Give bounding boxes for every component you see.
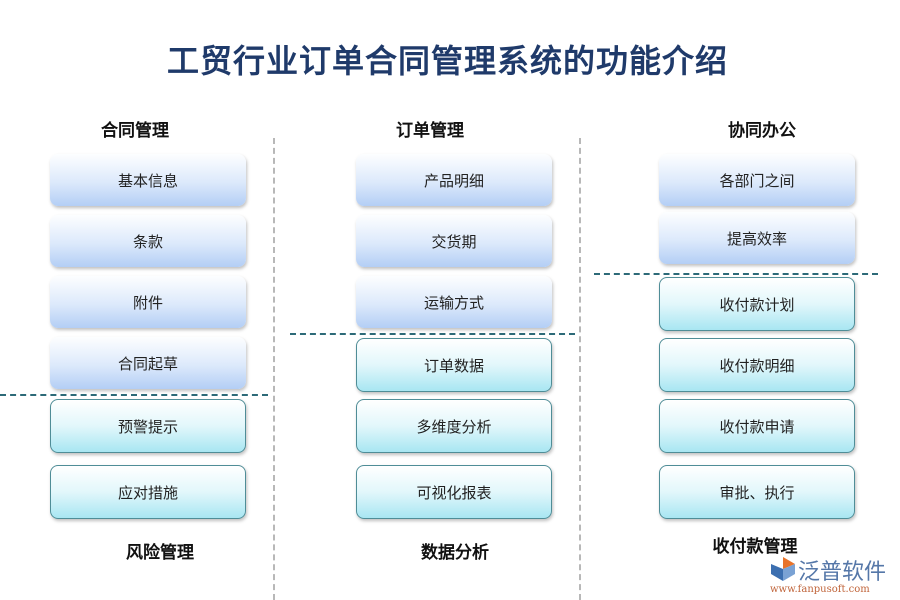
logo-text: 泛普软件: [798, 560, 887, 585]
feature-box: 审批、执行: [659, 465, 855, 519]
feature-box: 提高效率: [659, 212, 855, 264]
feature-box: 应对措施: [50, 465, 246, 519]
feature-box: 合同起草: [50, 337, 246, 389]
header-collaborative-office: 协同办公: [728, 121, 796, 141]
feature-box: 各部门之间: [659, 154, 855, 206]
feature-box: 基本信息: [50, 154, 246, 206]
header-payment-management: 收付款管理: [712, 537, 798, 557]
column-divider: [579, 138, 581, 600]
logo-url: www.fanpusoft.com: [770, 584, 870, 595]
feature-box: 产品明细: [356, 154, 552, 206]
brand-logo: 泛普软件 www.fanpusoft.com: [768, 554, 898, 598]
feature-box: 收付款明细: [659, 338, 855, 392]
header-data-analysis: 数据分析: [421, 543, 489, 563]
feature-box: 订单数据: [356, 338, 552, 392]
header-contract-management: 合同管理: [101, 121, 169, 141]
header-order-management: 订单管理: [396, 121, 464, 141]
feature-box: 运输方式: [356, 276, 552, 328]
feature-box: 收付款申请: [659, 399, 855, 453]
feature-box: 交货期: [356, 215, 552, 267]
feature-box: 收付款计划: [659, 277, 855, 331]
page-title: 工贸行业订单合同管理系统的功能介绍: [166, 42, 728, 80]
section-divider: [594, 273, 878, 275]
header-risk-management: 风险管理: [126, 543, 194, 563]
feature-box: 可视化报表: [356, 465, 552, 519]
feature-box: 预警提示: [50, 399, 246, 453]
feature-box: 附件: [50, 276, 246, 328]
feature-box: 条款: [50, 215, 246, 267]
column-divider: [273, 138, 275, 600]
section-divider: [290, 333, 575, 335]
section-divider: [0, 394, 268, 396]
logo-icon: [771, 557, 795, 581]
feature-box: 多维度分析: [356, 399, 552, 453]
